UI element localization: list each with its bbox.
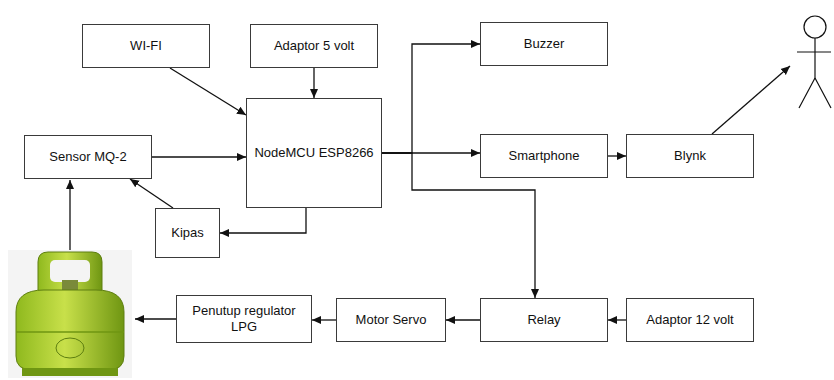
box-label: Penutup regulator LPG xyxy=(177,303,311,335)
process-box: Buzzer xyxy=(480,22,608,66)
box-label: Buzzer xyxy=(520,36,568,52)
flow-arrow xyxy=(220,208,306,233)
box-label: Blynk xyxy=(670,148,710,164)
user-legs xyxy=(799,78,831,108)
gas-arrow xyxy=(69,180,70,250)
lpg-cylinder xyxy=(8,250,132,378)
handle-hole xyxy=(50,260,90,282)
cylinder-emblem xyxy=(56,338,84,358)
user-arrow xyxy=(712,66,790,134)
flow-arrow xyxy=(130,179,173,208)
flow-arrow xyxy=(382,44,480,153)
process-box: Smartphone xyxy=(480,134,608,178)
process-box: NodeMCU ESP8266 xyxy=(246,98,382,208)
flow-arrow xyxy=(608,319,626,320)
cylinder-seam xyxy=(16,331,124,333)
box-label: NodeMCU ESP8266 xyxy=(250,145,377,161)
process-box: WI-FI xyxy=(82,24,210,68)
cylinder-body xyxy=(16,290,124,370)
flow-arrow xyxy=(170,68,246,115)
user-arms xyxy=(797,51,831,52)
flow-arrow xyxy=(608,155,626,156)
cylinder-foot xyxy=(22,368,118,376)
process-box: Kipas xyxy=(155,208,220,258)
box-label: Sensor MQ-2 xyxy=(45,149,130,165)
user-head xyxy=(804,16,826,38)
box-label: WI-FI xyxy=(126,38,166,54)
process-box: Relay xyxy=(480,298,608,342)
process-box: Adaptor 12 volt xyxy=(626,298,754,342)
process-box: Blynk xyxy=(626,134,754,178)
box-label: Kipas xyxy=(167,225,208,241)
box-label: Adaptor 5 volt xyxy=(270,38,358,54)
box-label: Relay xyxy=(523,312,564,328)
box-label: Smartphone xyxy=(505,148,584,164)
process-box: Motor Servo xyxy=(336,298,446,342)
process-box: Sensor MQ-2 xyxy=(24,135,152,179)
box-label: Motor Servo xyxy=(352,312,431,328)
process-box: Adaptor 5 volt xyxy=(250,24,378,68)
image-ground xyxy=(8,250,132,378)
flow-arrow xyxy=(152,156,246,157)
flow-arrow xyxy=(312,319,336,320)
flow-arrow xyxy=(446,319,480,320)
flow-arrow xyxy=(313,68,314,98)
process-box: Penutup regulator LPG xyxy=(176,295,312,343)
user-figure xyxy=(797,16,831,108)
close-arrow xyxy=(135,318,180,319)
user-body xyxy=(814,38,815,78)
box-label: Adaptor 12 volt xyxy=(642,312,737,328)
